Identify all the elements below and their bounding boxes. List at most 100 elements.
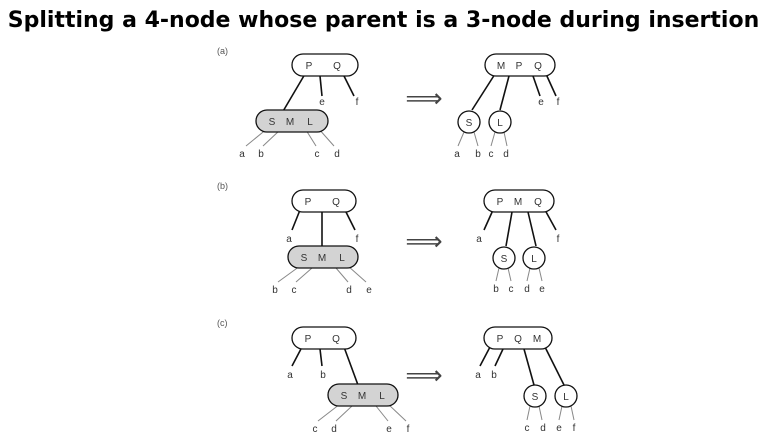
- key-label: P: [306, 61, 313, 72]
- leaf-label: e: [319, 97, 325, 108]
- edge: [335, 405, 353, 422]
- edge: [305, 129, 317, 147]
- panel-label: (a): [217, 46, 228, 56]
- leaf-label: b: [258, 149, 264, 160]
- key-label: S: [501, 254, 508, 265]
- edge: [457, 131, 465, 147]
- leaf-label: f: [356, 97, 359, 108]
- two-node-s: [457, 110, 481, 134]
- edge: [503, 131, 508, 147]
- key-label: L: [531, 254, 537, 265]
- two-node-l: [554, 384, 578, 408]
- key-label: L: [307, 117, 313, 128]
- edge: [527, 211, 537, 247]
- edge: [317, 403, 341, 422]
- four-node: [255, 109, 329, 133]
- transform-arrow: ⟹: [405, 227, 442, 257]
- key-label: P: [305, 334, 312, 345]
- key-label: S: [301, 253, 308, 264]
- four-node-parent: [483, 326, 553, 350]
- leaf-label: c: [313, 424, 318, 435]
- leaf-label: c: [315, 149, 320, 160]
- key-label: L: [563, 392, 569, 403]
- leaf-label: c: [489, 149, 494, 160]
- edge: [523, 348, 535, 386]
- key-label: S: [269, 117, 276, 128]
- leaf-label: b: [493, 284, 499, 295]
- edge: [335, 267, 349, 283]
- edge: [347, 265, 367, 283]
- key-label: Q: [534, 61, 542, 72]
- leaf-label: a: [286, 234, 292, 245]
- key-label: Q: [534, 197, 542, 208]
- two-node-l: [522, 246, 546, 270]
- leaf-label: f: [573, 423, 576, 434]
- leaf-label: b: [475, 149, 481, 160]
- key-label: Q: [514, 334, 522, 345]
- edge: [544, 346, 565, 386]
- leaf-label: d: [524, 284, 530, 295]
- key-label: M: [533, 334, 541, 345]
- leaf-label: c: [509, 284, 514, 295]
- edge: [262, 129, 281, 147]
- edge: [319, 348, 323, 367]
- transform-arrow: ⟹: [405, 361, 442, 391]
- leaf-label: a: [454, 149, 460, 160]
- edge: [526, 267, 531, 282]
- edge: [281, 73, 306, 114]
- transform-arrow: ⟹: [405, 84, 442, 114]
- key-label: S: [532, 392, 539, 403]
- leaf-label: e: [538, 97, 544, 108]
- edge: [277, 265, 301, 283]
- edge: [538, 267, 543, 282]
- three-node-parent: [291, 189, 357, 213]
- edge: [532, 75, 541, 97]
- two-node-s: [492, 246, 516, 270]
- key-label: M: [318, 253, 326, 264]
- edge: [505, 211, 513, 247]
- edge: [295, 267, 313, 283]
- leaf-label: e: [366, 285, 372, 296]
- key-label: Q: [333, 61, 341, 72]
- edge: [538, 405, 543, 421]
- key-label: M: [514, 197, 522, 208]
- panel-b: (b) P Q a f S M L b c d e ⟹ P M Q a f: [217, 181, 560, 296]
- key-label: M: [286, 117, 294, 128]
- leaf-label: b: [491, 370, 497, 381]
- leaf-label: f: [557, 97, 560, 108]
- edge: [483, 209, 494, 231]
- leaf-label: d: [540, 423, 546, 434]
- leaf-label: f: [407, 424, 410, 435]
- edge: [343, 346, 359, 386]
- leaf-label: f: [557, 234, 560, 245]
- key-label: Q: [332, 334, 340, 345]
- leaf-label: e: [386, 424, 392, 435]
- four-node: [327, 383, 399, 407]
- edge: [387, 403, 407, 422]
- edge: [291, 209, 301, 231]
- leaf-label: a: [476, 234, 482, 245]
- edge: [494, 348, 504, 367]
- leaf-label: e: [556, 423, 562, 434]
- key-label: L: [339, 253, 345, 264]
- key-label: L: [497, 118, 503, 129]
- panel-label: (b): [217, 181, 228, 191]
- edge: [490, 131, 496, 147]
- leaf-label: a: [287, 370, 293, 381]
- edge: [473, 131, 479, 147]
- leaf-label: b: [272, 285, 278, 296]
- key-label: P: [305, 197, 312, 208]
- leaf-label: a: [239, 149, 245, 160]
- key-label: L: [379, 391, 385, 402]
- leaf-label: f: [356, 234, 359, 245]
- leaf-label: c: [525, 423, 530, 434]
- edge: [479, 346, 491, 367]
- edge: [495, 267, 500, 282]
- three-node-parent: [291, 326, 357, 350]
- edge: [570, 405, 575, 421]
- two-node-s: [523, 384, 547, 408]
- key-label: P: [497, 334, 504, 345]
- edge: [558, 405, 563, 421]
- edge: [526, 405, 531, 421]
- key-label: S: [341, 391, 348, 402]
